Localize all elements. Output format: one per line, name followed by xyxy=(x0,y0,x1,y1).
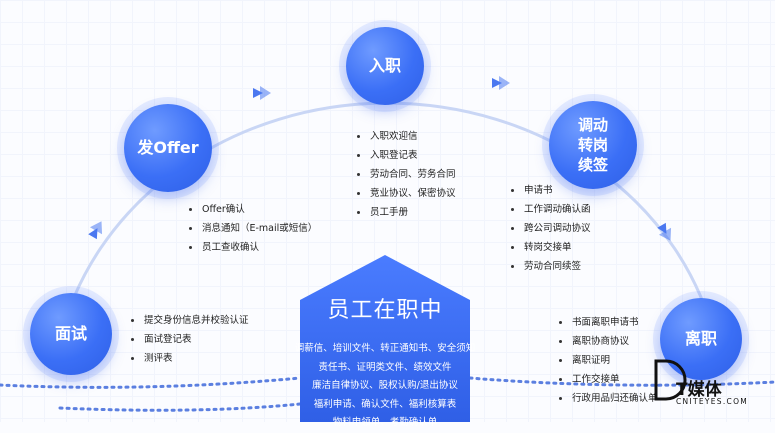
center-panel: 员工在职中 调薪信、培训文件、转正通知书、安全须知 责任书、证明类文件、绩效文件… xyxy=(295,262,476,428)
node-offer: 发Offer xyxy=(124,104,212,192)
list-item: 离职协商协议 xyxy=(556,332,658,351)
leave-items: 书面离职申请书 离职协商协议 离职证明 工作交接单 行政用品归还确认单 xyxy=(556,313,658,408)
list-item: 离职证明 xyxy=(556,351,658,370)
list-item: 员工查收确认 xyxy=(186,238,317,257)
onboard-items: 入职欢迎信 入职登记表 劳动合同、劳务合同 竞业协议、保密协议 员工手册 xyxy=(354,127,456,222)
list-item: 行政用品归还确认单 xyxy=(556,389,658,408)
watermark-brand: T媒体 xyxy=(676,380,722,400)
interview-items: 提交身份信息并校验认证 面试登记表 测评表 xyxy=(128,311,249,368)
list-item: 书面离职申请书 xyxy=(556,313,658,332)
offer-items: Offer确认 消息通知（E-mail或短信） 员工查收确认 xyxy=(186,200,317,257)
list-item: 跨公司调动协议 xyxy=(508,219,591,238)
node-transfer: 调动 转岗 续签 xyxy=(549,101,637,189)
node-interview: 面试 xyxy=(30,293,112,375)
center-lines: 调薪信、培训文件、转正通知书、安全须知 责任书、证明类文件、绩效文件 廉洁自律协… xyxy=(280,340,490,433)
list-item: Offer确认 xyxy=(186,200,317,219)
chevron-up-icon xyxy=(88,221,103,240)
list-item: 工作交接单 xyxy=(556,370,658,389)
dotted-flow-line-right xyxy=(468,376,775,387)
center-line: 物料申领单、考勤确认单 xyxy=(332,417,438,428)
node-onboard: 入职 xyxy=(346,27,424,105)
list-item: 劳动合同续签 xyxy=(508,257,591,276)
list-item: 竞业协议、保密协议 xyxy=(354,184,456,203)
center-line: 福利申请、确认文件、福利核算表 xyxy=(313,398,457,410)
list-item: 申请书 xyxy=(508,181,591,200)
list-item: 测评表 xyxy=(128,349,249,368)
list-item: 入职登记表 xyxy=(354,146,456,165)
list-item: 面试登记表 xyxy=(128,330,249,349)
chevron-right-icon xyxy=(253,86,271,100)
list-item: 转岗交接单 xyxy=(508,238,591,257)
watermark-logo-icon xyxy=(654,359,687,401)
dotted-flow-line-left xyxy=(0,376,302,389)
transfer-items: 申请书 工作调动确认函 跨公司调动协议 转岗交接单 劳动合同续签 xyxy=(508,181,591,276)
flow-decoration xyxy=(0,101,775,422)
center-title: 员工在职中 xyxy=(327,298,443,323)
list-item: 消息通知（E-mail或短信） xyxy=(186,219,317,238)
watermark-site: CNITEYES.COM xyxy=(676,397,749,406)
list-item: 工作调动确认函 xyxy=(508,200,591,219)
list-item: 提交身份信息并校验认证 xyxy=(128,311,249,330)
center-line: 责任书、证明类文件、绩效文件 xyxy=(318,361,452,373)
node-leave: 离职 xyxy=(660,298,742,380)
center-pentagon xyxy=(300,255,470,422)
chevron-right-icon xyxy=(492,76,510,90)
center-line: 廉洁自律协议、股权认购/退出协议 xyxy=(312,380,458,391)
chevron-down-icon xyxy=(657,222,672,241)
list-item: 入职欢迎信 xyxy=(354,127,456,146)
dotted-flow-line-low xyxy=(58,402,302,412)
center-line: 调薪信、培训文件、转正通知书、安全须知 xyxy=(294,343,476,354)
list-item: 劳动合同、劳务合同 xyxy=(354,165,456,184)
list-item: 员工手册 xyxy=(354,203,456,222)
